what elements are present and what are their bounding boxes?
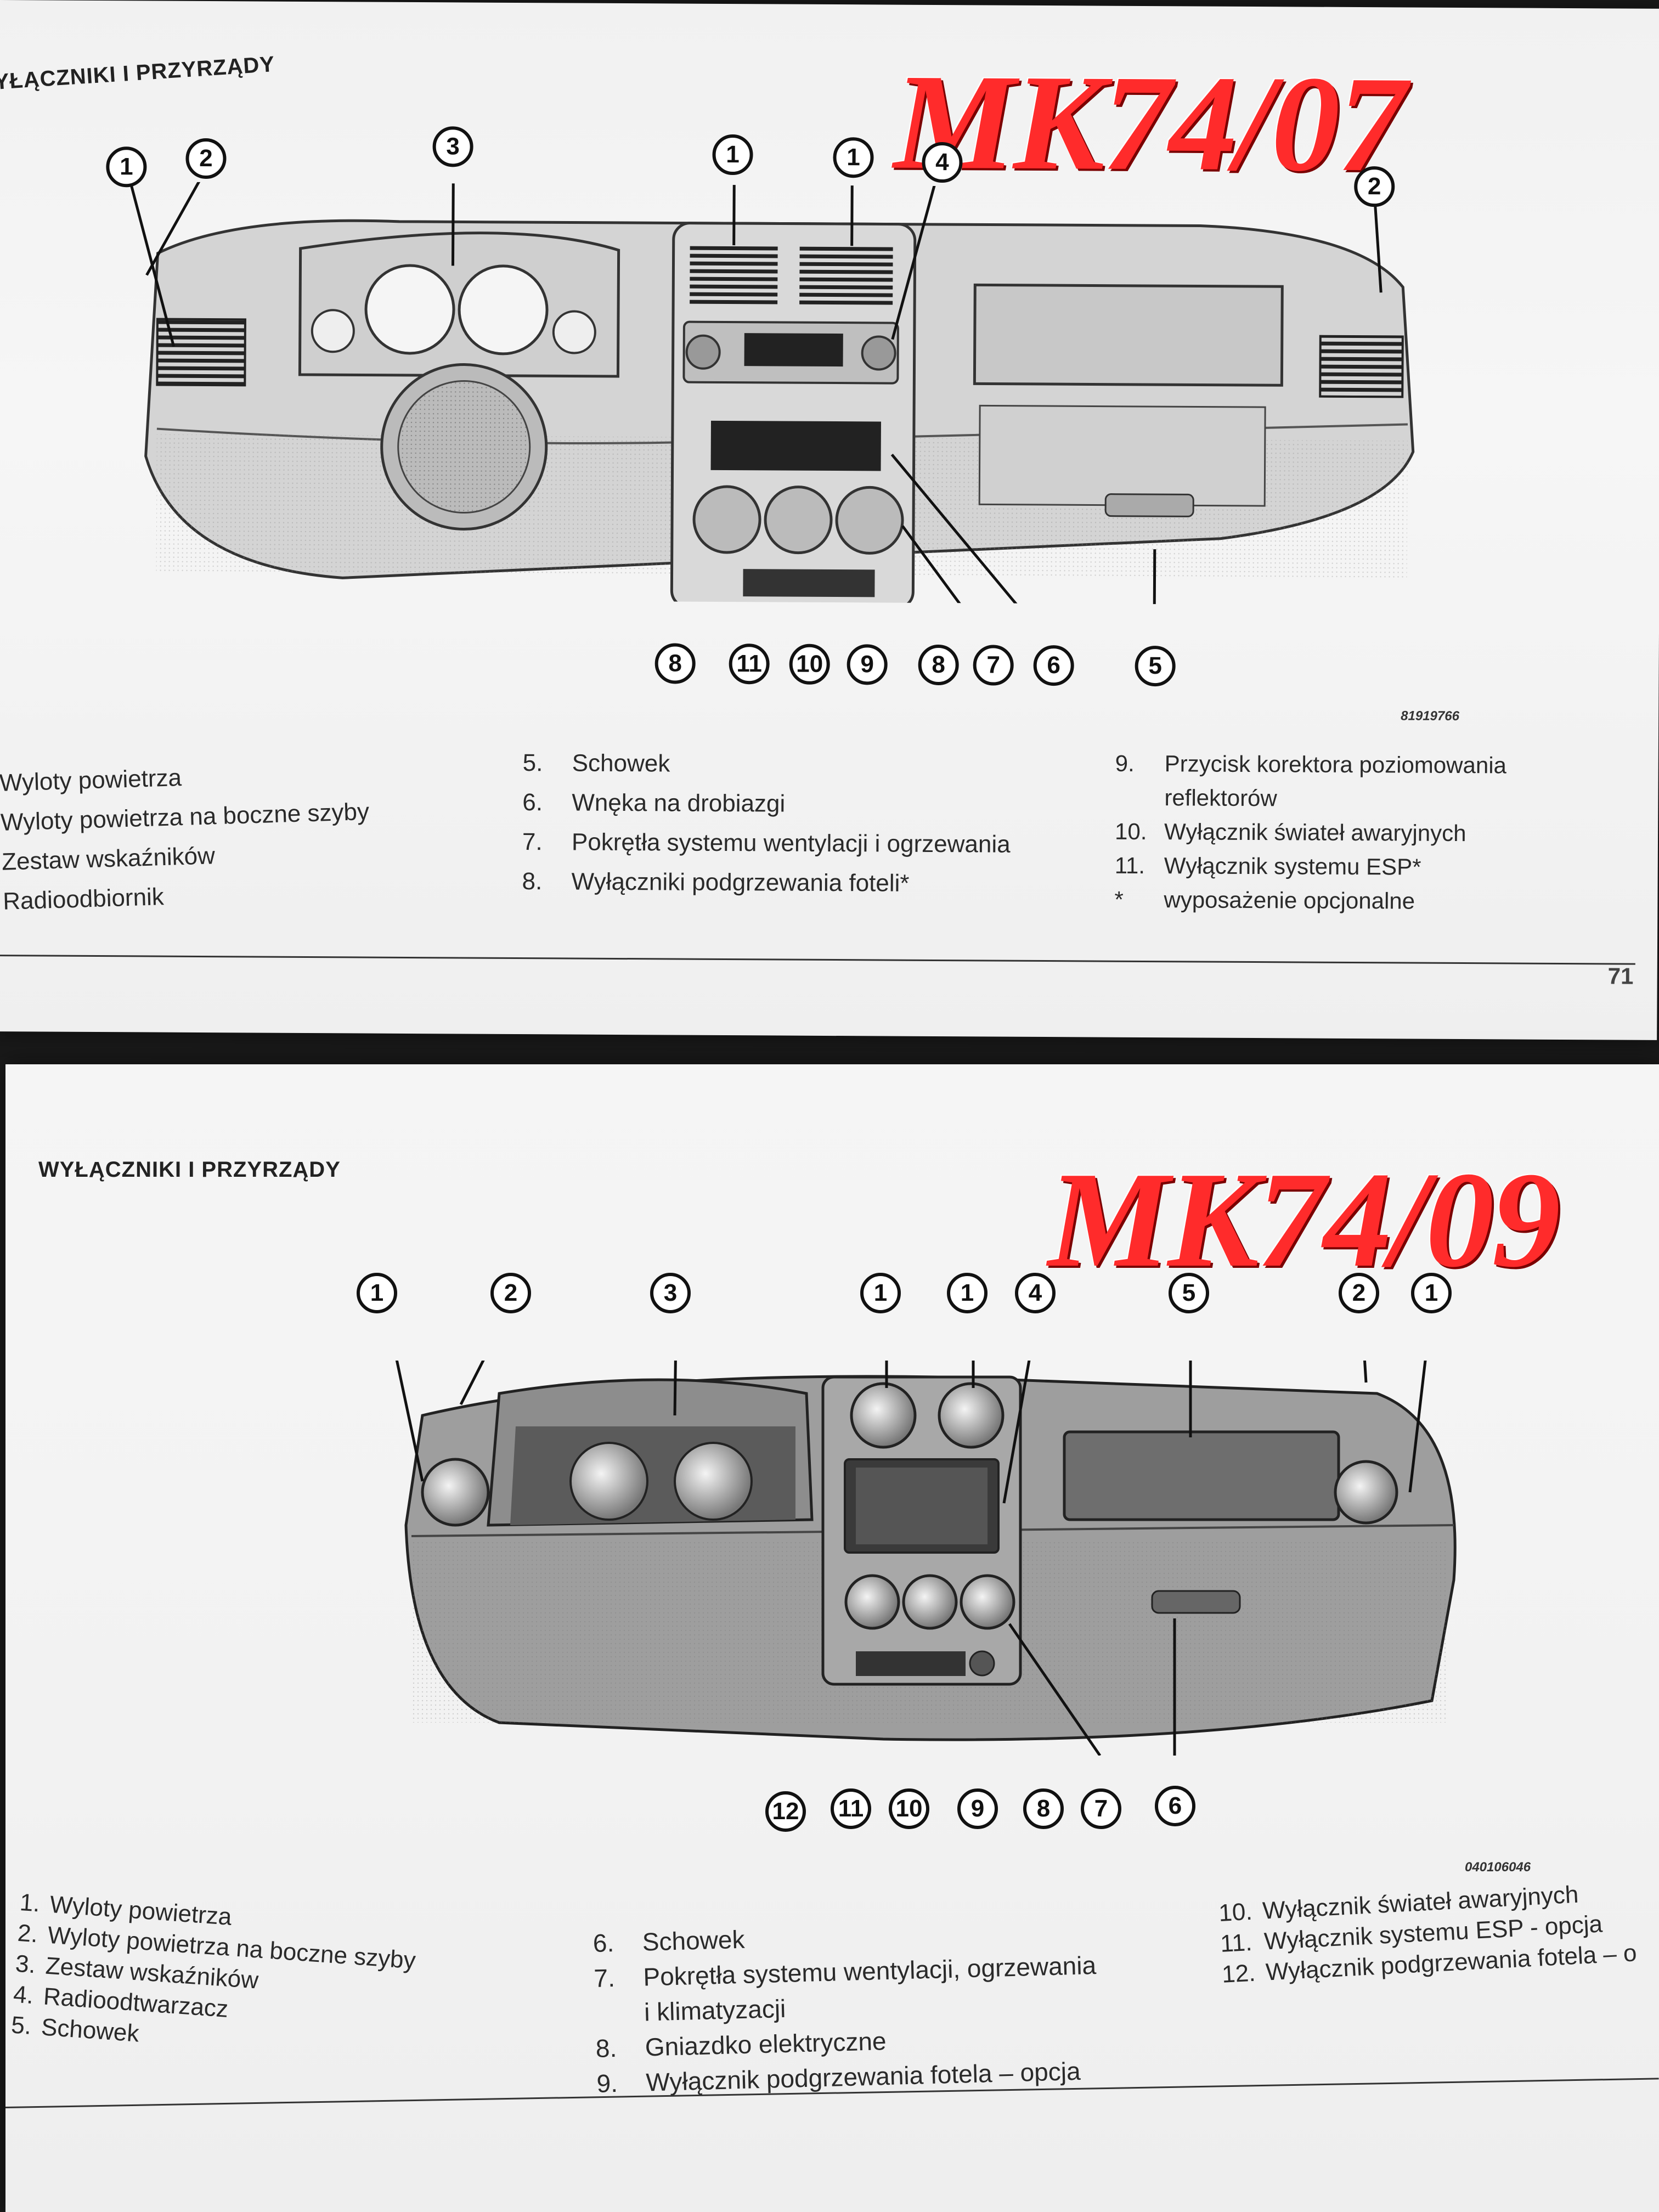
callout-11-esp-switch: 11 [729,644,770,685]
legend-number: 3. [14,1950,37,1979]
dashboard-illustration-mk74-07 [126,182,1415,606]
legend-item: 7. Pokrętła systemu wentylacji i ogrzewan… [522,822,1011,865]
section-title: WYŁĄCZNIKI I PRZYRZĄDY [38,1158,341,1182]
legend-column-1: 1.Wyloty powietrza 2.Wyloty powietrza na… [10,1887,419,2068]
legend-column-1: Wyloty powietrza Wyloty powietrza na boc… [0,753,372,922]
callout-1-air-vent: 1 [1411,1273,1452,1313]
callout-2-side-window-vent: 2 [1339,1273,1379,1313]
callout-6-storage-bin: 6 [1155,1786,1195,1826]
legend-column-3: 9. Przycisk korektora poziomowania reflek… [1114,747,1506,919]
figure-code: 81919766 [1401,708,1460,724]
callout-2-side-window-vent: 2 [185,138,227,179]
legend-number: * [1114,886,1124,912]
callout-2-side-window-vent: 2 [1354,166,1395,207]
legend-text: Przycisk korektora poziomowania [1164,751,1507,778]
callout-8-seat-heater: 8 [654,643,696,684]
legend-text: reflektorów [1164,785,1277,811]
callout-1-air-vent: 1 [833,137,874,178]
legend-number: 10. [1218,1898,1253,1927]
legend-text: Wyłączniki podgrzewania foteli* [571,868,910,897]
legend-number: 1. [19,1888,41,1917]
callout-8-seat-heater: 8 [918,644,959,686]
legend-text: Wyłącznik świateł awaryjnych [1164,819,1466,847]
legend-text: Pokrętła systemu wentylacji i ogrzewania [571,828,1011,858]
callout-1-air-vent: 1 [106,146,147,188]
callout-9-seat-heater: 9 [957,1788,998,1829]
callout-6-storage-bin: 6 [1033,645,1074,686]
legend-number: 11. [1220,1928,1253,1957]
callout-1-air-vent: 1 [357,1273,397,1313]
callout-5-glovebox: 5 [1169,1273,1209,1313]
legend-number: 12. [1221,1959,1256,1988]
legend-item: 10. Wyłącznik świateł awaryjnych [1115,815,1506,851]
legend-text: Wyłącznik systemu ESP* [1164,853,1421,880]
legend-number [594,1995,645,2031]
callout-7-hvac-knobs: 7 [973,645,1014,686]
manual-page-top: YŁĄCZNIKI I PRZYRZĄDY MK74/07 [0,0,1659,1040]
model-stamp: MK74/07 [893,46,1405,201]
legend-number: 9. [1115,750,1135,776]
manual-page-bottom: WYŁĄCZNIKI I PRZYRZĄDY MK74/09 [5,1064,1659,2212]
legend-number [1115,781,1164,815]
callout-10-hazard-switch: 10 [889,1788,929,1829]
legend-number: 5. [522,749,543,777]
legend-text: i klimatyzacji [644,1994,786,2027]
callout-2-side-window-vent: 2 [490,1273,531,1313]
callout-10-hazard-switch: 10 [789,644,830,685]
legend-number: 8. [522,868,543,895]
legend-number: 8. [595,2033,617,2063]
legend-number: 10. [1114,818,1147,845]
legend-item: 6. Wnęka na drobiazgi [522,783,1011,825]
callout-1-air-vent: 1 [860,1273,901,1313]
callout-8-power-outlet: 8 [1023,1788,1064,1829]
callout-4-radio: 4 [922,142,963,183]
callout-7-hvac-knobs: 7 [1081,1788,1121,1829]
callout-5-glovebox: 5 [1135,645,1176,687]
legend-column-3: 10.Wyłącznik świateł awaryjnych 11.Wyłąc… [1218,1876,1638,1990]
legend-number: 6. [522,789,543,816]
callout-1-air-vent: 1 [712,134,753,176]
dashboard-illustration-mk74-09 [395,1361,1457,1756]
legend-text: Schowek [642,1925,746,1956]
legend-number: 7. [522,828,543,856]
legend-text: wyposażenie opcjonalne [1164,887,1415,914]
legend-text: Wnęka na drobiazgi [572,789,786,817]
legend-item: 9. Przycisk korektora poziomowania [1115,747,1507,783]
legend-item: 11. Wyłącznik systemu ESP* [1115,849,1506,885]
callout-12-seat-heater: 12 [765,1791,806,1832]
legend-text: Schowek [40,2013,140,2047]
legend-number: 4. [12,1980,35,2010]
callout-3-instrument-cluster: 3 [650,1273,691,1313]
legend-number: 5. [10,2011,32,2040]
legend-text: Schowek [572,749,670,777]
legend-item: 8. Wyłączniki podgrzewania foteli* [522,862,1010,904]
legend-column-2: 5. Schowek 6. Wnęka na drobiazgi 7. Pokrętł… [522,743,1011,904]
callout-1-air-vent: 1 [947,1273,988,1313]
legend-number: 6. [592,1928,614,1957]
legend-item: 5. Schowek [523,743,1011,786]
model-stamp: MK74/09 [1048,1144,1560,1296]
callout-3-instrument-cluster: 3 [432,126,473,167]
legend-number: 7. [593,1963,616,1993]
callout-11-esp-switch: 11 [831,1788,871,1829]
page-rule [0,954,1635,965]
legend-number: 11. [1114,852,1146,879]
page-number: 71 [1607,963,1634,989]
section-title: YŁĄCZNIKI I PRZYRZĄDY [0,52,276,94]
legend-column-2: 6.Schowek 7.Pokrętła systemu wentylacji,… [592,1912,1099,2101]
legend-item: * wyposażenie opcjonalne [1114,883,1506,919]
legend-item: reflektorów [1115,781,1506,817]
legend-number: 2. [16,1919,39,1948]
callout-9-headlamp-leveling: 9 [847,644,888,685]
figure-code: 040106046 [1465,1860,1531,1875]
legend-text: Gniazdko elektryczne [645,2027,887,2062]
callout-4-radio: 4 [1015,1273,1056,1313]
